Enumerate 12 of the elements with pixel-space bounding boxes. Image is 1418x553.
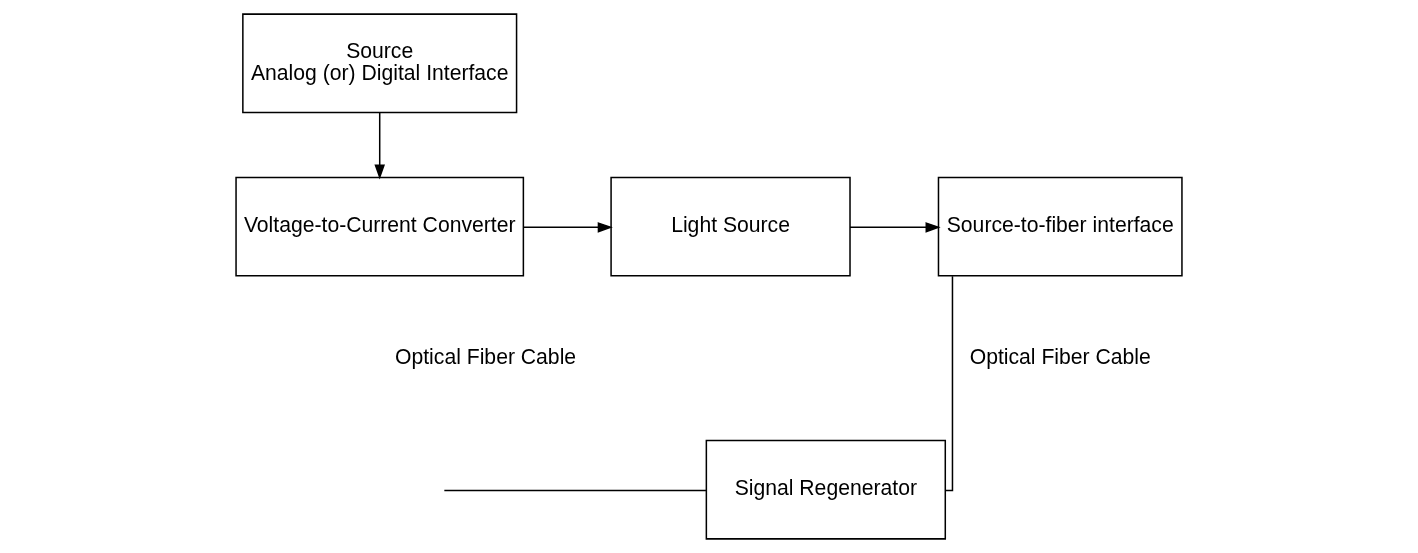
node-box: Signal Regenerator (705, 439, 947, 540)
arrow (849, 222, 941, 233)
connector (944, 275, 954, 492)
label: Optical Fiber Cable (969, 344, 1151, 368)
label: Optical Fiber Cable (395, 344, 577, 368)
arrow (374, 111, 385, 180)
arrow (522, 222, 613, 233)
connector (443, 489, 707, 492)
node-box: Source Analog (or) Digital Interface (242, 13, 518, 114)
node-box: Light Source (610, 176, 851, 277)
node-box: Source-to-fiber interface (937, 176, 1183, 277)
node-box: Voltage-to-Current Converter (235, 176, 525, 277)
